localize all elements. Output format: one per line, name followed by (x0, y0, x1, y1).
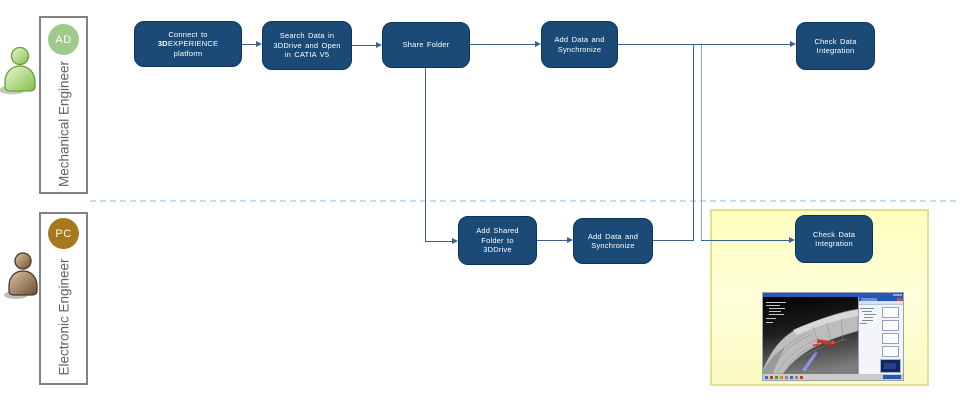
brown-person-icon (4, 252, 38, 299)
edge-add-shared-sync-bottom (537, 240, 568, 241)
flow-node-add-data-sync-bottom: Add Data and Synchronize (573, 218, 653, 264)
arrowhead-icon (567, 237, 573, 243)
thumbnail (881, 307, 899, 318)
node-line: Add Data and (587, 231, 639, 241)
cad-statusbar (763, 374, 903, 380)
cad-viewport (763, 297, 858, 374)
node-line: Integration (816, 46, 855, 55)
red-component (812, 339, 835, 347)
flow-node-connect-platform: Connect to 3DEXPERIENCE platform (134, 21, 242, 67)
cad-side-panel (858, 297, 903, 374)
edge-share-add-shared (425, 241, 453, 242)
node-line: 3DEXPERIENCE (157, 39, 219, 49)
node-line: Synchronize (591, 241, 635, 250)
node-line: Integration (815, 239, 853, 248)
node-line: Check Data (814, 36, 857, 46)
flow-node-share-folder: Share Folder (382, 22, 470, 68)
edge-top-down-branch (701, 45, 702, 241)
flow-node-add-shared-folder: Add Shared Folder to 3DDrive (458, 216, 537, 265)
node-line: Search Data in (279, 31, 335, 41)
flow-node-add-data-sync-top: Add Data and Synchronize (541, 21, 618, 68)
node-line: Add Shared (476, 226, 519, 236)
dark-preview-thumbnail (879, 359, 901, 373)
node-line: Connect to (168, 29, 208, 39)
edge-share-down (425, 68, 426, 241)
window-buttons-icon (893, 294, 902, 296)
thumbnail (881, 320, 899, 331)
flow-node-check-data-integration-bottom: Check Data Integration (795, 215, 873, 263)
edge-to-check-bottom (701, 240, 790, 241)
node-line: platform (173, 48, 203, 58)
flow-node-search-data: Search Data in 3DDrive and Open in CATIA… (262, 21, 352, 70)
badge-text: PC (55, 227, 72, 240)
edge-search-share (352, 45, 377, 46)
node-line: Share Folder (402, 40, 450, 50)
node-line: Folder to (481, 235, 514, 245)
node-line: 3DDrive (483, 245, 512, 255)
edge-connect-search (242, 44, 257, 45)
arrowhead-icon (452, 238, 458, 244)
green-person-icon (0, 46, 36, 95)
flow-node-check-data-integration-top: Check Data Integration (796, 22, 875, 70)
node-line: Check Data (812, 229, 856, 239)
edge-sync-bottom-up (693, 44, 694, 241)
edge-sync-bottom-right (653, 240, 694, 241)
cad-titlebar (763, 293, 903, 297)
lane-label-electronic: Electronic Engineer (56, 258, 72, 376)
panel-tree (860, 306, 878, 373)
node-line: in CATIA V5 (284, 50, 330, 60)
badge-text: AD (55, 33, 72, 46)
aircraft-model (763, 308, 858, 374)
thumbnail (881, 333, 899, 344)
node-line: Add Data and (554, 35, 605, 44)
arrowhead-icon (535, 41, 541, 47)
blue-blade (802, 352, 817, 372)
node-line: 3DDrive and Open (273, 40, 341, 50)
spec-tree (766, 302, 786, 323)
edge-share-sync-top (470, 44, 536, 45)
panel-header (859, 297, 903, 301)
edge-sync-top-check-top (618, 44, 791, 45)
thumbnail (881, 346, 899, 357)
arrowhead-icon (256, 41, 262, 47)
arrowhead-icon (789, 237, 795, 243)
role-badge-ad: AD (48, 24, 79, 55)
arrowhead-icon (376, 42, 382, 48)
role-badge-pc: PC (48, 218, 79, 249)
lane-divider (90, 200, 956, 202)
lane-label-mechanical: Mechanical Engineer (56, 60, 72, 188)
panel-subheader (859, 300, 903, 305)
panel-thumbnails (878, 306, 902, 373)
catia-cad-screenshot (762, 292, 904, 381)
arrowhead-icon (790, 41, 796, 47)
node-line: Synchronize (557, 44, 602, 54)
